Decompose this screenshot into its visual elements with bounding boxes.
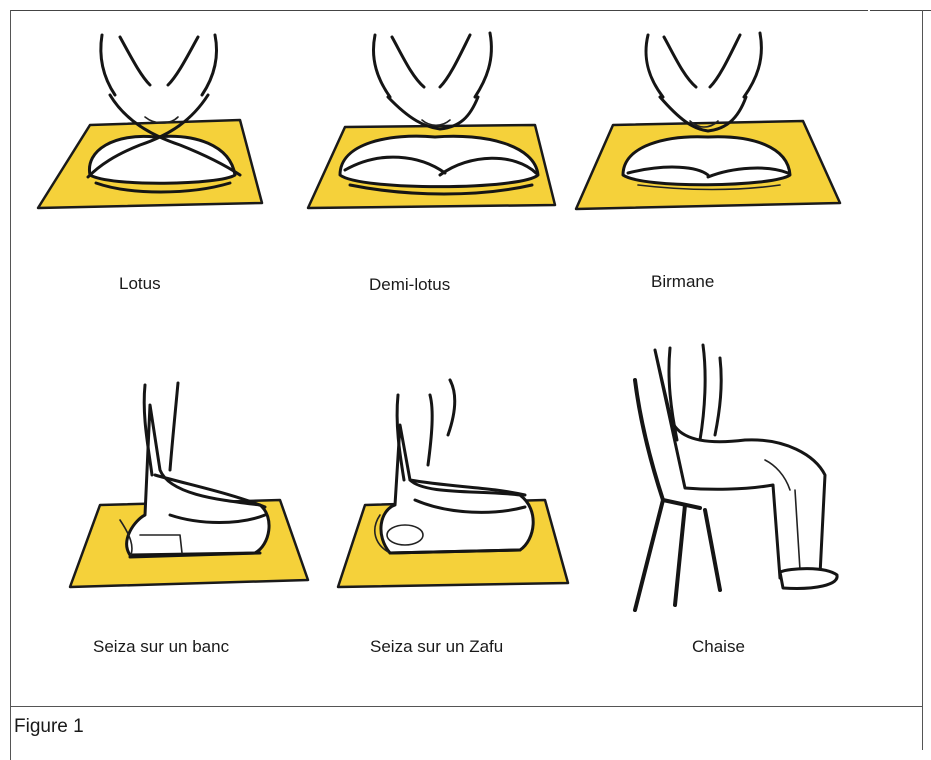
right-border-line [922,10,923,750]
demi-lotus-posture-illustration [300,25,570,225]
caption-chaise: Chaise [692,637,745,657]
caption-seiza-banc: Seiza sur un banc [93,637,229,657]
figure-label: Figure 1 [14,715,84,739]
seiza-bench-posture-illustration [60,375,320,595]
chair-posture-illustration [615,340,855,610]
lotus-posture-illustration [30,25,300,225]
birmane-posture-illustration [568,25,848,225]
caption-seiza-zafu: Seiza sur un Zafu [370,637,503,657]
left-border-line [10,10,11,760]
caption-demi-lotus: Demi-lotus [369,275,450,295]
caption-birmane: Birmane [651,272,714,292]
top-border-line [10,10,868,11]
caption-divider [10,706,923,707]
seiza-zafu-posture-illustration [330,375,590,595]
caption-lotus: Lotus [119,274,161,294]
